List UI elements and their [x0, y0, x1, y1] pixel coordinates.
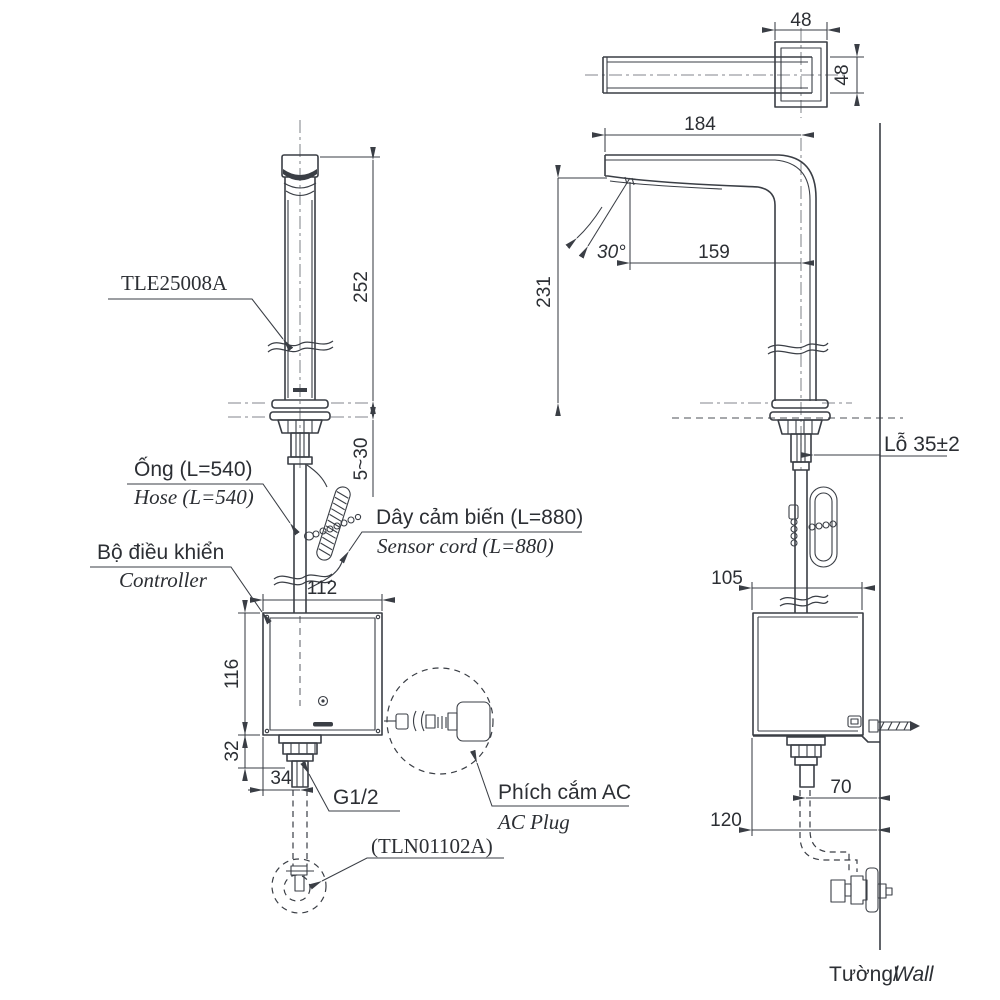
- dim-height-above-deck: 231: [534, 276, 555, 308]
- dim-controller-depth: 105: [711, 568, 743, 589]
- sensor-cord: [303, 464, 362, 590]
- g12-fitting-front: [278, 734, 322, 788]
- controller-logo: [313, 722, 333, 727]
- side-dimensions: [555, 22, 947, 836]
- controller-label-vi: Bộ điều khiển: [97, 541, 224, 564]
- hose-label-en: Hose (L=540): [133, 485, 254, 509]
- sensor-window: [293, 388, 307, 392]
- dim-controller-offset: 120: [710, 810, 742, 831]
- dim-spout-width: 48: [832, 64, 853, 85]
- dim-deck-thickness: 5~30: [351, 438, 372, 481]
- annotations: TLE25008A Ống (L=540) Hose (L=540) Bộ đi…: [97, 10, 960, 986]
- ac-label-en: AC Plug: [496, 810, 570, 834]
- dim-controller-height: 116: [222, 659, 243, 689]
- controller-side: [752, 612, 920, 743]
- dim-spout-height: 252: [351, 271, 372, 303]
- drain-tailpiece: [271, 790, 327, 914]
- g12-fitting-side: [786, 736, 826, 788]
- controller-label-en: Controller: [119, 568, 208, 592]
- dim-spout-reach: 184: [684, 114, 716, 135]
- spout-outlet-front: [283, 169, 317, 181]
- dim-spout-angle: 30°: [597, 242, 626, 263]
- ac-plug-detail: [384, 667, 494, 775]
- dim-fitting-offset: 34: [270, 768, 292, 789]
- sensor-label-vi: Dây cảm biến (L=880): [376, 506, 583, 529]
- hose-label-vi: Ống (L=540): [134, 457, 253, 481]
- controller-front: [262, 612, 383, 736]
- controller-led: [317, 695, 329, 707]
- front-dimensions: [238, 146, 396, 796]
- dim-supply-offset: 70: [830, 777, 851, 798]
- dim-sensor-reach: 159: [698, 242, 730, 263]
- top-view-spout: [602, 41, 828, 108]
- wall-label-en: Wall: [893, 963, 935, 986]
- hose: [273, 464, 333, 613]
- dim-controller-width: 112: [307, 578, 337, 599]
- dim-fitting-height: 32: [222, 740, 243, 761]
- drain-label: (TLN01102A): [371, 834, 493, 858]
- sensor-label-en: Sensor cord (L=880): [377, 534, 554, 558]
- sensor-cord-side: [788, 486, 838, 568]
- supply-routing: [799, 790, 893, 913]
- ac-label-vi: Phích cắm AC: [498, 781, 631, 804]
- front-leaders: [90, 298, 629, 890]
- centerlines: [228, 28, 903, 706]
- model-label: TLE25008A: [121, 271, 228, 295]
- wall-label-vi: Tường/: [829, 963, 899, 986]
- dim-base-width: 48: [790, 10, 811, 31]
- thread-label: G1/2: [333, 786, 379, 809]
- hole-label: Lỗ 35±2: [884, 433, 960, 456]
- side-view-faucet: [604, 123, 920, 950]
- front-view-faucet: [262, 154, 494, 914]
